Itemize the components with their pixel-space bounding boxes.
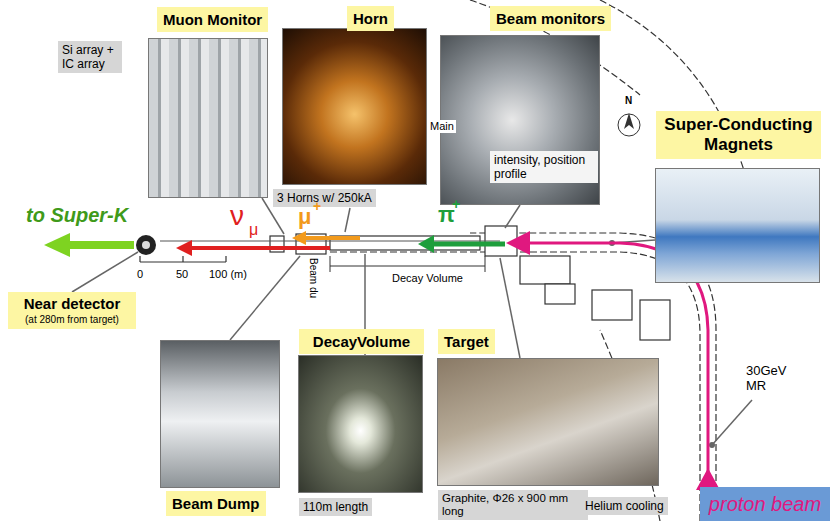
photo-panel: Beam Dump: [160, 340, 280, 488]
scale-number: 50: [176, 268, 188, 281]
panel-caption: 110m length: [299, 498, 372, 516]
panel-title: Beam Dump: [166, 491, 266, 516]
label-box: proton beam: [700, 487, 830, 521]
decay-volume-dimension: [330, 256, 485, 272]
panel-title: Super-Conducting Magnets: [656, 111, 821, 159]
photo-panel: Super-Conducting Magnets: [655, 168, 820, 283]
photo-panel: TargetGraphite, Φ26 x 900 mm longHelium …: [437, 358, 659, 486]
photo-panel: DecayVolume110m length: [298, 355, 423, 493]
panel-caption: intensity, position profile: [490, 151, 598, 183]
beam-axis: [160, 241, 500, 242]
particle-label: μ: [298, 204, 311, 229]
photo-panel: Horn3 Horns w/ 250kA: [282, 28, 427, 185]
neutrino-arrow: [176, 240, 330, 256]
scale-bar: [140, 256, 226, 262]
panel-title: Near detector: [12, 295, 132, 313]
compass: [618, 113, 640, 136]
label-box: Near detector(at 280m from target): [8, 292, 136, 329]
panel-title: DecayVolume: [299, 329, 424, 354]
near-detector-symbol: [136, 235, 156, 255]
to-super-k-arrow: [44, 233, 134, 257]
scale-number: 100 (m): [209, 268, 247, 281]
beam-label: proton beam: [709, 493, 821, 516]
ring-label: 30GeV MR: [746, 364, 792, 394]
panel-caption: Helium cooling: [581, 497, 668, 515]
particle-label: ν: [230, 200, 244, 232]
scale-number: 0: [137, 268, 143, 281]
photo-panel: Beam monitorsintensity, position profile: [440, 35, 600, 205]
direction-label: to Super-K: [26, 204, 128, 227]
compass-label: N: [625, 95, 632, 107]
particle-superscript: +: [313, 198, 321, 214]
muon-arrow: [292, 231, 360, 245]
panel-caption: Si array + IC array: [58, 41, 122, 73]
panel-title: Horn: [347, 6, 394, 31]
panel-title: Beam monitors: [490, 6, 611, 31]
map-text: Beam du: [308, 258, 320, 298]
map-text: Main: [428, 120, 456, 133]
particle-subscript: μ: [249, 221, 258, 239]
panel-title: Target: [438, 329, 495, 354]
particle-superscript: +: [452, 196, 460, 212]
pion-arrow: [418, 235, 505, 253]
panel-caption: 3 Horns w/ 250kA: [273, 189, 376, 207]
panel-title: Muon Monitor: [157, 7, 268, 32]
photo-panel: Muon MonitorSi array + IC array: [148, 38, 268, 198]
panel-caption: Graphite, Φ26 x 900 mm long: [438, 490, 588, 520]
panel-caption: (at 280m from target): [12, 313, 132, 326]
map-text: Decay Volume: [392, 272, 463, 285]
